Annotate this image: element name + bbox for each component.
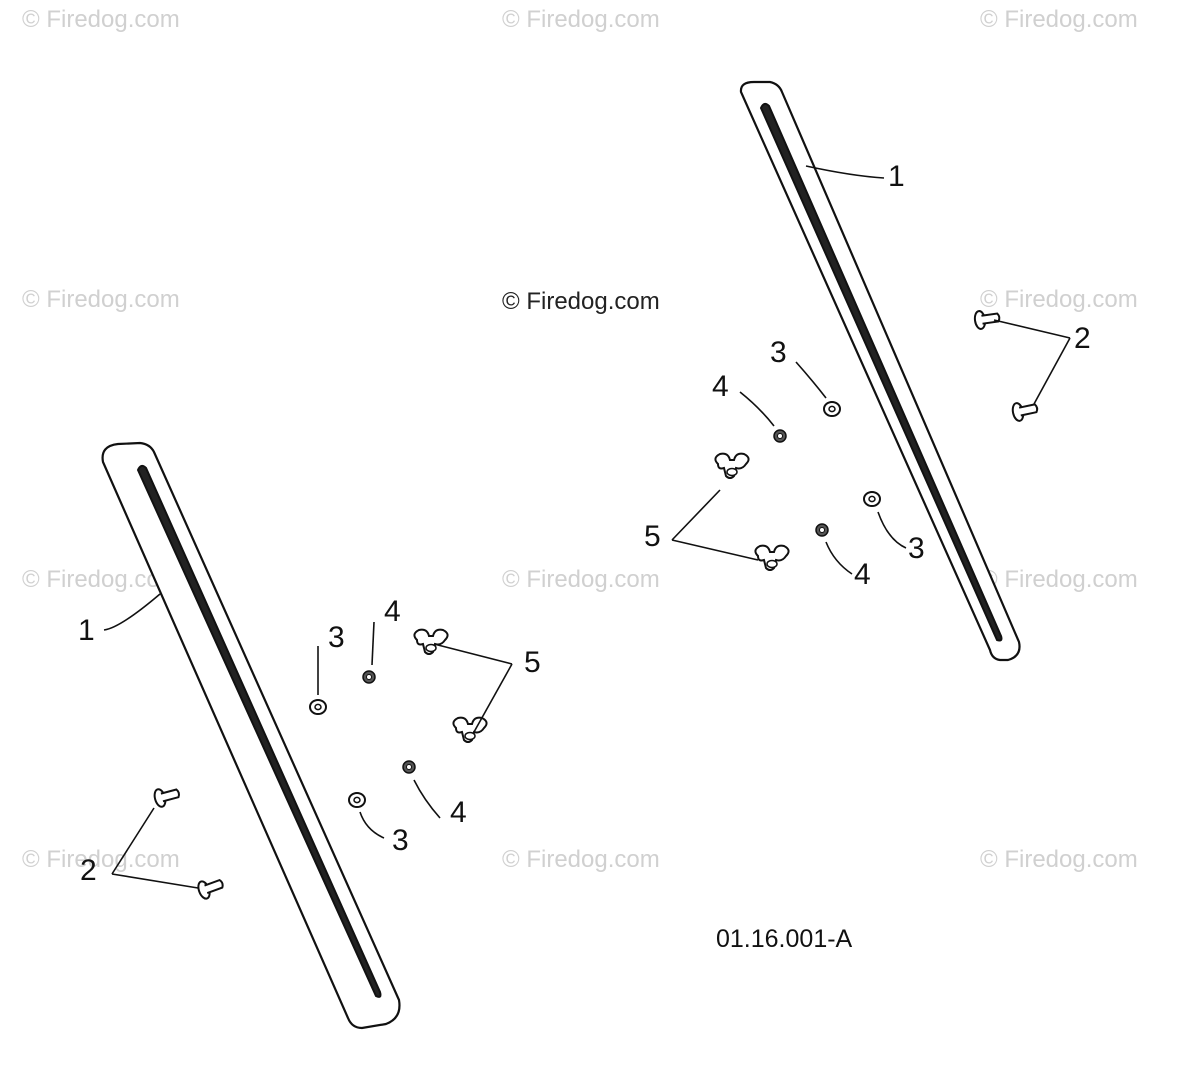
wing-nut-icon bbox=[452, 716, 488, 743]
callout-nut-left-a: 4 bbox=[384, 595, 401, 628]
washer-icon bbox=[348, 792, 366, 808]
washer-icon bbox=[823, 401, 841, 417]
wing-nut-icon bbox=[754, 544, 790, 571]
watermark: © Firedog.com bbox=[502, 566, 660, 593]
washer-icon bbox=[863, 491, 881, 507]
watermark: © Firedog.com bbox=[22, 286, 180, 313]
watermark: © Firedog.com bbox=[502, 6, 660, 33]
watermark: © Firedog.com bbox=[22, 846, 180, 873]
watermark: © Firedog.com bbox=[980, 566, 1138, 593]
callout-bolts-right: 2 bbox=[1074, 322, 1091, 355]
wing-nut-icon bbox=[714, 452, 750, 479]
callouts: 1 2 3 4 5 3 4 1 2 3 4 5 3 4 bbox=[78, 160, 1091, 887]
callout-wingnuts-left: 5 bbox=[524, 646, 541, 679]
right-rail bbox=[739, 80, 1021, 662]
nut-icon bbox=[773, 429, 787, 443]
callout-washer-left-a: 3 bbox=[328, 621, 345, 654]
bolt-icon bbox=[151, 783, 183, 809]
callout-bolts-left: 2 bbox=[80, 854, 97, 887]
watermark: © Firedog.com bbox=[980, 286, 1138, 313]
watermark-main: © Firedog.com bbox=[502, 288, 660, 315]
nut-icon bbox=[362, 670, 376, 684]
washer-icon bbox=[309, 699, 327, 715]
bolt-icon bbox=[972, 307, 1002, 331]
callout-nut-left-b: 4 bbox=[450, 796, 467, 829]
callout-washer-left-b: 3 bbox=[392, 824, 409, 857]
callout-nut-right-b: 4 bbox=[854, 558, 871, 591]
watermark: © Firedog.com bbox=[980, 6, 1138, 33]
watermark: © Firedog.com bbox=[22, 6, 180, 33]
callout-washer-right-b: 3 bbox=[908, 532, 925, 565]
left-rail bbox=[101, 441, 401, 1030]
nut-icon bbox=[815, 523, 829, 537]
diagram-code: 01.16.001-A bbox=[716, 925, 853, 953]
wing-nut-icon bbox=[413, 628, 449, 655]
callout-rail-left: 1 bbox=[78, 614, 95, 647]
callout-wingnuts-right: 5 bbox=[644, 520, 661, 553]
callout-nut-right-a: 4 bbox=[712, 370, 729, 403]
bolt-icon bbox=[195, 873, 227, 902]
watermark: © Firedog.com bbox=[502, 846, 660, 873]
leader-lines bbox=[103, 165, 1071, 889]
callout-washer-right-a: 3 bbox=[770, 336, 787, 369]
nut-icon bbox=[402, 760, 416, 774]
callout-rail-right: 1 bbox=[888, 160, 905, 193]
watermark: © Firedog.com bbox=[980, 846, 1138, 873]
